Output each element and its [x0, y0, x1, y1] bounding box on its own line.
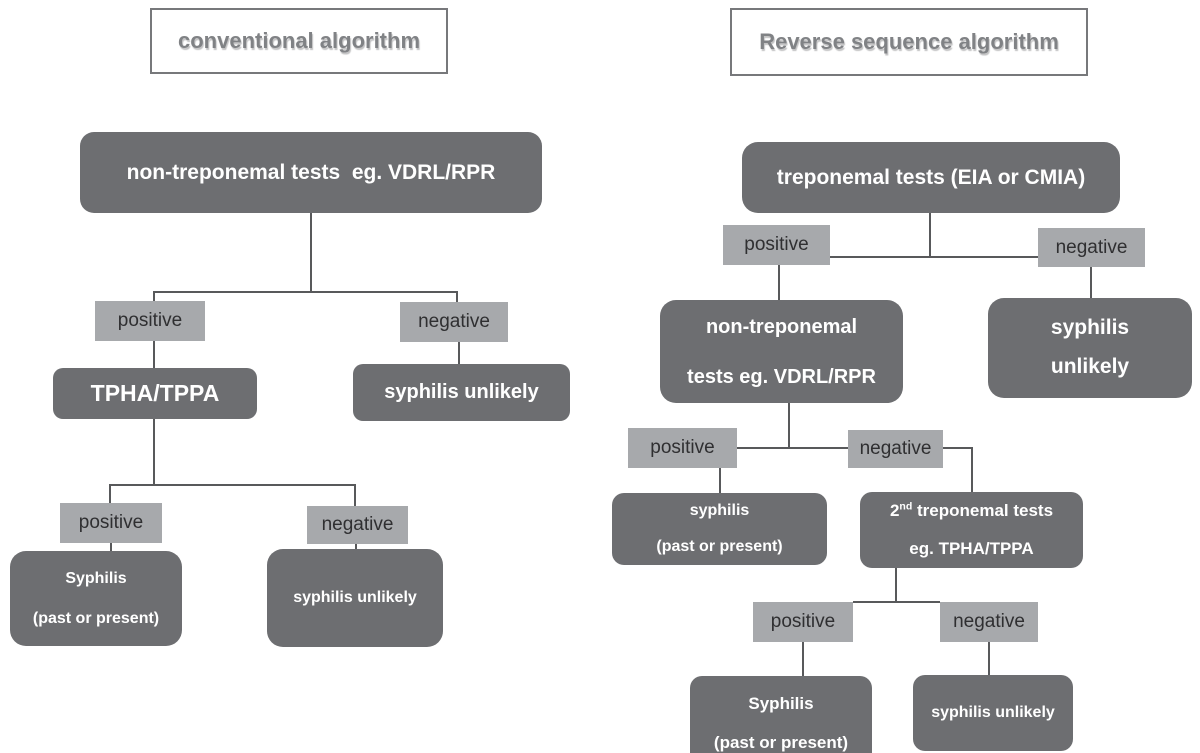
node-conv-root-label: non-treponemal tests eg. VDRL/RPR	[126, 160, 496, 184]
label-conv-positive-1: positive	[95, 301, 205, 341]
connector-line	[153, 291, 458, 293]
connector-line	[109, 484, 111, 504]
title-reverse-label: Reverse sequence algorithm	[759, 29, 1059, 54]
label-rev-negative-1: negative	[1038, 228, 1145, 267]
label-rev-negative-3: negative	[940, 602, 1038, 642]
connector-line	[802, 642, 804, 676]
node-rev-syphilis-past-present-1: syphilis (past or present)	[612, 493, 827, 565]
connector-line	[153, 341, 155, 368]
node-conv-tpha-tppa: TPHA/TPPA	[53, 368, 257, 419]
label-rev-positive-1: positive	[723, 225, 830, 265]
title-reverse-sequence-algorithm: Reverse sequence algorithm	[730, 8, 1088, 76]
label-conv-negative-1: negative	[400, 302, 508, 342]
title-conventional-label: conventional algorithm	[177, 28, 421, 53]
label-conv-negative-2: negative	[307, 506, 408, 544]
connector-line	[354, 484, 356, 507]
node-rev-nontreponemal: non-treponemal tests eg. VDRL/RPR	[660, 300, 903, 403]
label-rev-positive-3: positive	[753, 602, 853, 642]
connector-line	[929, 213, 931, 258]
node-conv-root-nontreponemal: non-treponemal tests eg. VDRL/RPR	[80, 132, 542, 213]
superscript-nd: nd	[899, 500, 913, 513]
connector-line	[1090, 267, 1092, 298]
label-rev-negative-2: negative	[848, 430, 943, 468]
connector-line	[988, 642, 990, 675]
node-rev-syphilis-unlikely-1: syphilis unlikely	[988, 298, 1192, 398]
connector-line	[971, 447, 973, 492]
connector-line	[778, 265, 780, 300]
node-rev-syphilis-past-present-2: Syphilis (past or present)	[690, 676, 872, 753]
node-conv-syphilis-unlikely-1: syphilis unlikely	[353, 364, 570, 421]
connector-line	[355, 544, 357, 550]
connector-line	[110, 543, 112, 552]
connector-line	[943, 447, 973, 449]
connector-line	[719, 468, 721, 493]
node-conv-syphilis-past-present: Syphilis (past or present)	[10, 551, 182, 646]
node-conv-syphilis-unlikely-2: syphilis unlikely	[267, 549, 443, 647]
title-conventional-algorithm: conventional algorithm	[150, 8, 448, 74]
connector-line	[310, 213, 312, 291]
connector-line	[788, 403, 790, 449]
connector-line	[737, 447, 848, 449]
connector-line	[853, 601, 940, 603]
connector-line	[895, 568, 897, 603]
label-conv-positive-2: positive	[60, 503, 162, 543]
connector-line	[109, 484, 356, 486]
connector-line	[830, 256, 1038, 258]
connector-line	[458, 342, 460, 364]
node-rev-root-treponemal: treponemal tests (EIA or CMIA)	[742, 142, 1120, 213]
connector-line	[153, 291, 155, 303]
node-rev-syphilis-unlikely-2: syphilis unlikely	[913, 675, 1073, 751]
connector-line	[456, 291, 458, 304]
connector-line	[153, 419, 155, 486]
label-rev-positive-2: positive	[628, 428, 737, 468]
